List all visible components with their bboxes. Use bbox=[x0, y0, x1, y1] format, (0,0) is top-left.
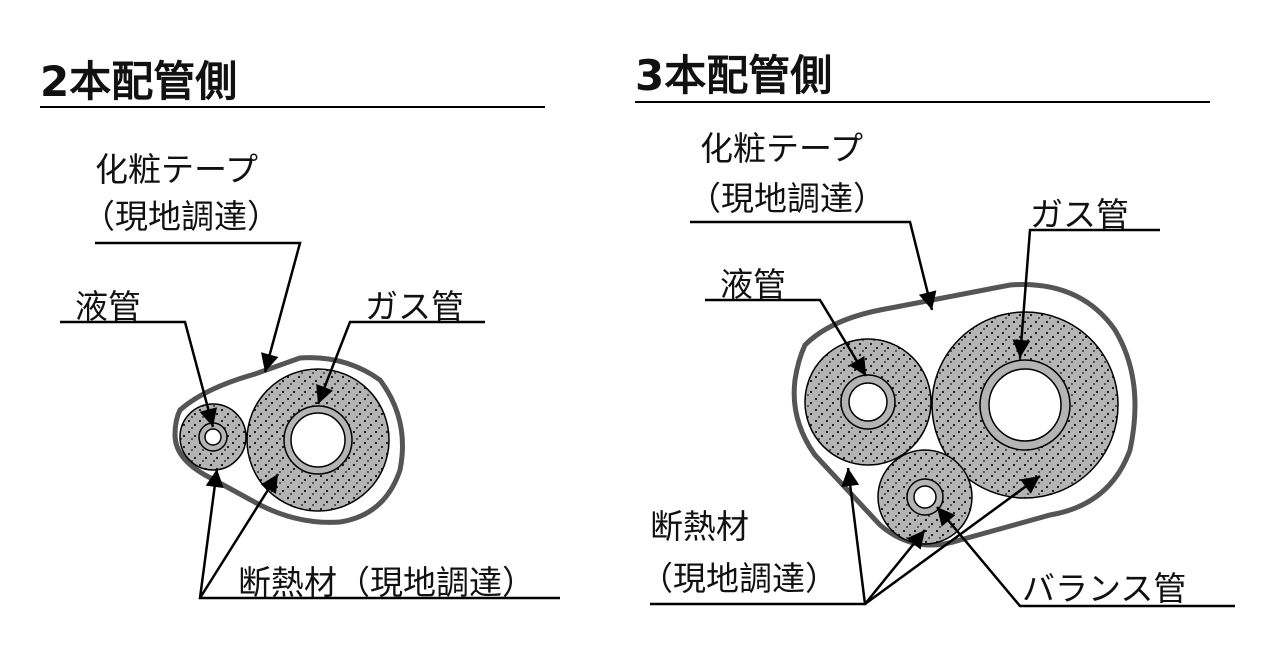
left-insulation-label: 断熱材（現地調達） bbox=[238, 563, 535, 602]
left-tape-label: 化粧テープ bbox=[95, 150, 259, 189]
left-title: 2本配管側 bbox=[40, 57, 238, 106]
right-gas-pipe bbox=[931, 311, 1119, 499]
right-title: 3本配管側 bbox=[635, 51, 833, 100]
left-liquid-pipe bbox=[179, 403, 247, 471]
left-gas-label: ガス管 bbox=[365, 287, 464, 326]
left-gas-pipe bbox=[246, 368, 390, 512]
right-gas-label: ガス管 bbox=[1030, 195, 1129, 234]
right-tape-outline bbox=[791, 282, 1138, 548]
left-tape-outline bbox=[172, 355, 405, 525]
right-insulation-label: 断熱材 bbox=[650, 507, 749, 546]
right-leaders bbox=[650, 220, 1235, 608]
left-leaders bbox=[60, 241, 560, 600]
right-liquid-label: 液管 bbox=[720, 265, 786, 304]
right-tape-label-source: （現地調達） bbox=[688, 179, 886, 218]
right-balance-pipe bbox=[877, 449, 973, 545]
right-liquid-pipe bbox=[804, 338, 932, 466]
left-tape-label-source: （現地調達） bbox=[82, 197, 280, 236]
right-balance-label: バランス管 bbox=[1022, 569, 1187, 608]
left-liquid-label: 液管 bbox=[75, 287, 141, 326]
right-tape-label: 化粧テープ bbox=[700, 129, 864, 168]
right-insulation-label-source: （現地調達） bbox=[640, 559, 838, 598]
